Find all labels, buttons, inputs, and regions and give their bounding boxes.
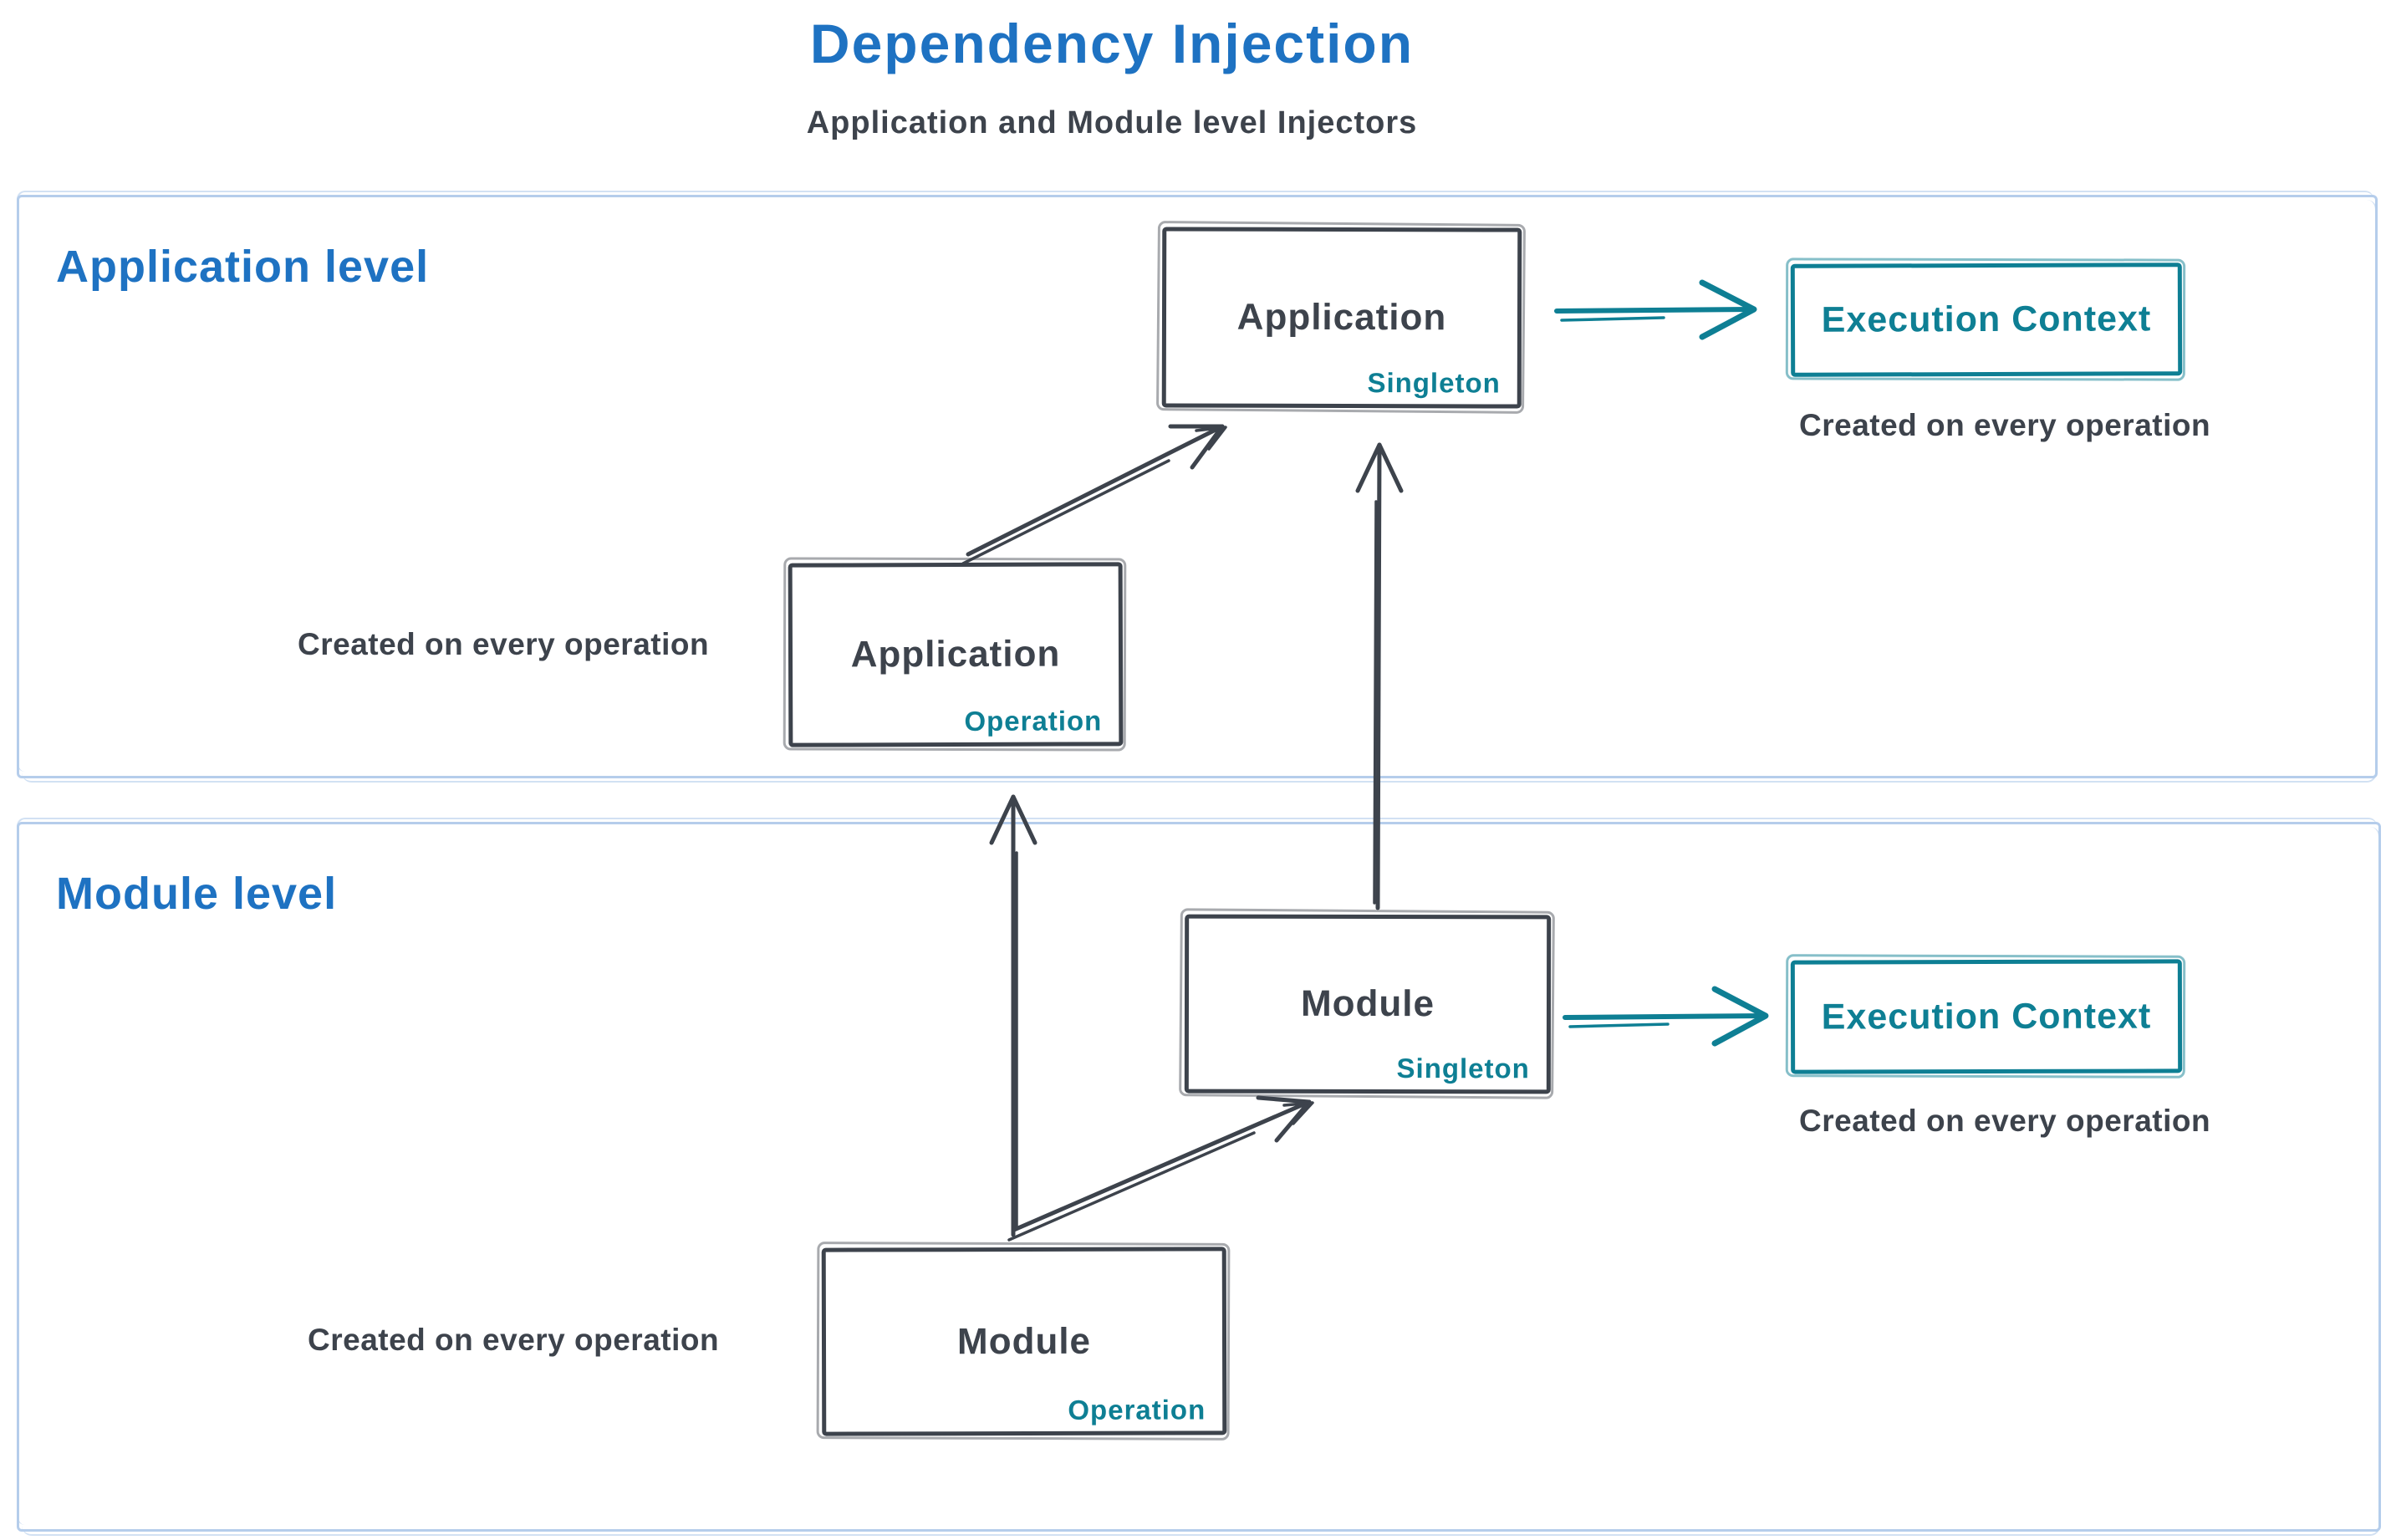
module-operation-note: Created on every operation: [308, 1323, 720, 1357]
module-singleton-box: Module Singleton: [1184, 914, 1552, 1094]
application-singleton-title: Application: [1236, 296, 1447, 339]
module-operation-box: Module Operation: [821, 1247, 1227, 1436]
application-operation-tag: Operation: [964, 705, 1103, 737]
module-execution-context-title: Execution Context: [1821, 995, 2152, 1038]
application-operation-note: Created on every operation: [298, 627, 710, 661]
module-operation-tag: Operation: [1068, 1394, 1206, 1425]
module-singleton-tag: Singleton: [1396, 1053, 1530, 1084]
diagram-title: Dependency Injection: [809, 13, 1415, 74]
module-execution-context-box: Execution Context: [1790, 959, 2183, 1074]
application-singleton-tag: Singleton: [1367, 367, 1501, 399]
application-execution-context-title: Execution Context: [1821, 298, 2152, 340]
application-execution-note: Created on every operation: [1799, 408, 2211, 442]
module-singleton-title: Module: [1300, 982, 1435, 1025]
module-execution-note: Created on every operation: [1799, 1104, 2211, 1138]
module-operation-title: Module: [956, 1320, 1092, 1362]
diagram-subtitle: Application and Module level Injectors: [806, 105, 1418, 140]
module-level-label: Module level: [56, 869, 338, 919]
application-operation-box: Application Operation: [788, 562, 1124, 747]
application-singleton-box: Application Singleton: [1161, 227, 1522, 409]
application-operation-title: Application: [850, 633, 1061, 676]
application-execution-context-box: Execution Context: [1790, 263, 2183, 377]
application-level-label: Application level: [56, 242, 430, 292]
